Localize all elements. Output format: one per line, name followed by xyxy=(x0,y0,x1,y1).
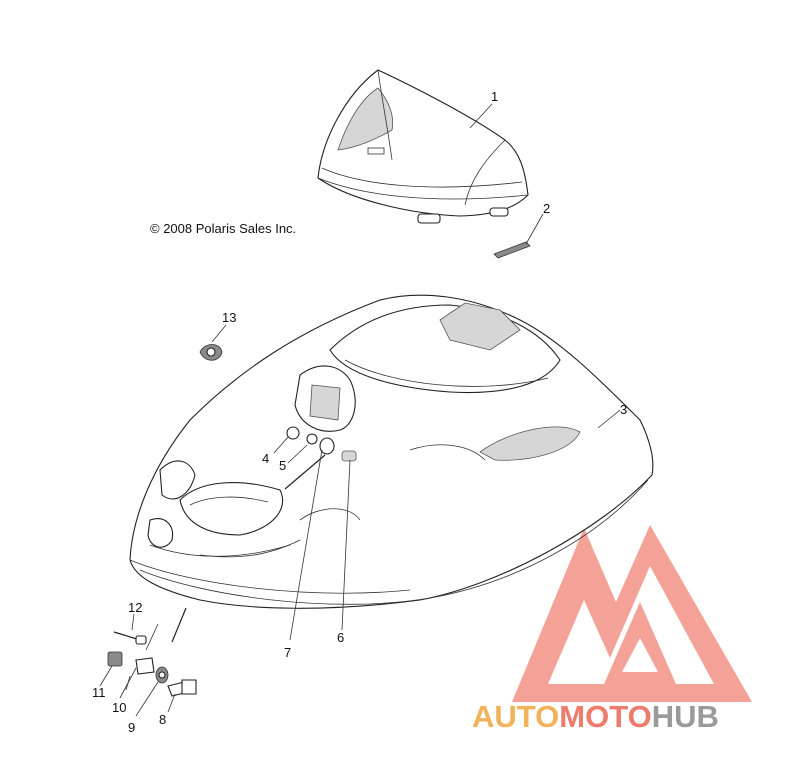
callout-12: 12 xyxy=(128,600,142,615)
callout-3: 3 xyxy=(620,402,627,417)
callout-2: 2 xyxy=(543,201,550,216)
trim-strip-part xyxy=(493,213,544,259)
callout-6: 6 xyxy=(337,630,344,645)
retaining-clip-part xyxy=(199,324,227,361)
leader-lines xyxy=(99,103,621,717)
callout-4: 4 xyxy=(262,451,269,466)
watermark-text: AUTOMOTOHUB xyxy=(472,699,719,734)
windshield-part xyxy=(317,69,529,224)
front-hardware-parts xyxy=(107,607,197,697)
callout-9: 9 xyxy=(128,720,135,735)
callout-8: 8 xyxy=(159,712,166,727)
callout-13: 13 xyxy=(222,310,236,325)
callout-5: 5 xyxy=(279,458,286,473)
automotohub-logo-icon xyxy=(512,525,752,702)
hood-part xyxy=(129,294,654,609)
callout-11: 11 xyxy=(92,685,106,700)
callout-10: 10 xyxy=(112,700,126,715)
copyright-text: © 2008 Polaris Sales Inc. xyxy=(150,221,296,236)
callout-1: 1 xyxy=(491,89,498,104)
watermark-hub: HUB xyxy=(652,699,719,734)
watermark-auto: AUTO xyxy=(472,699,559,734)
callout-7: 7 xyxy=(284,645,291,660)
watermark-moto: MOTO xyxy=(559,699,651,734)
